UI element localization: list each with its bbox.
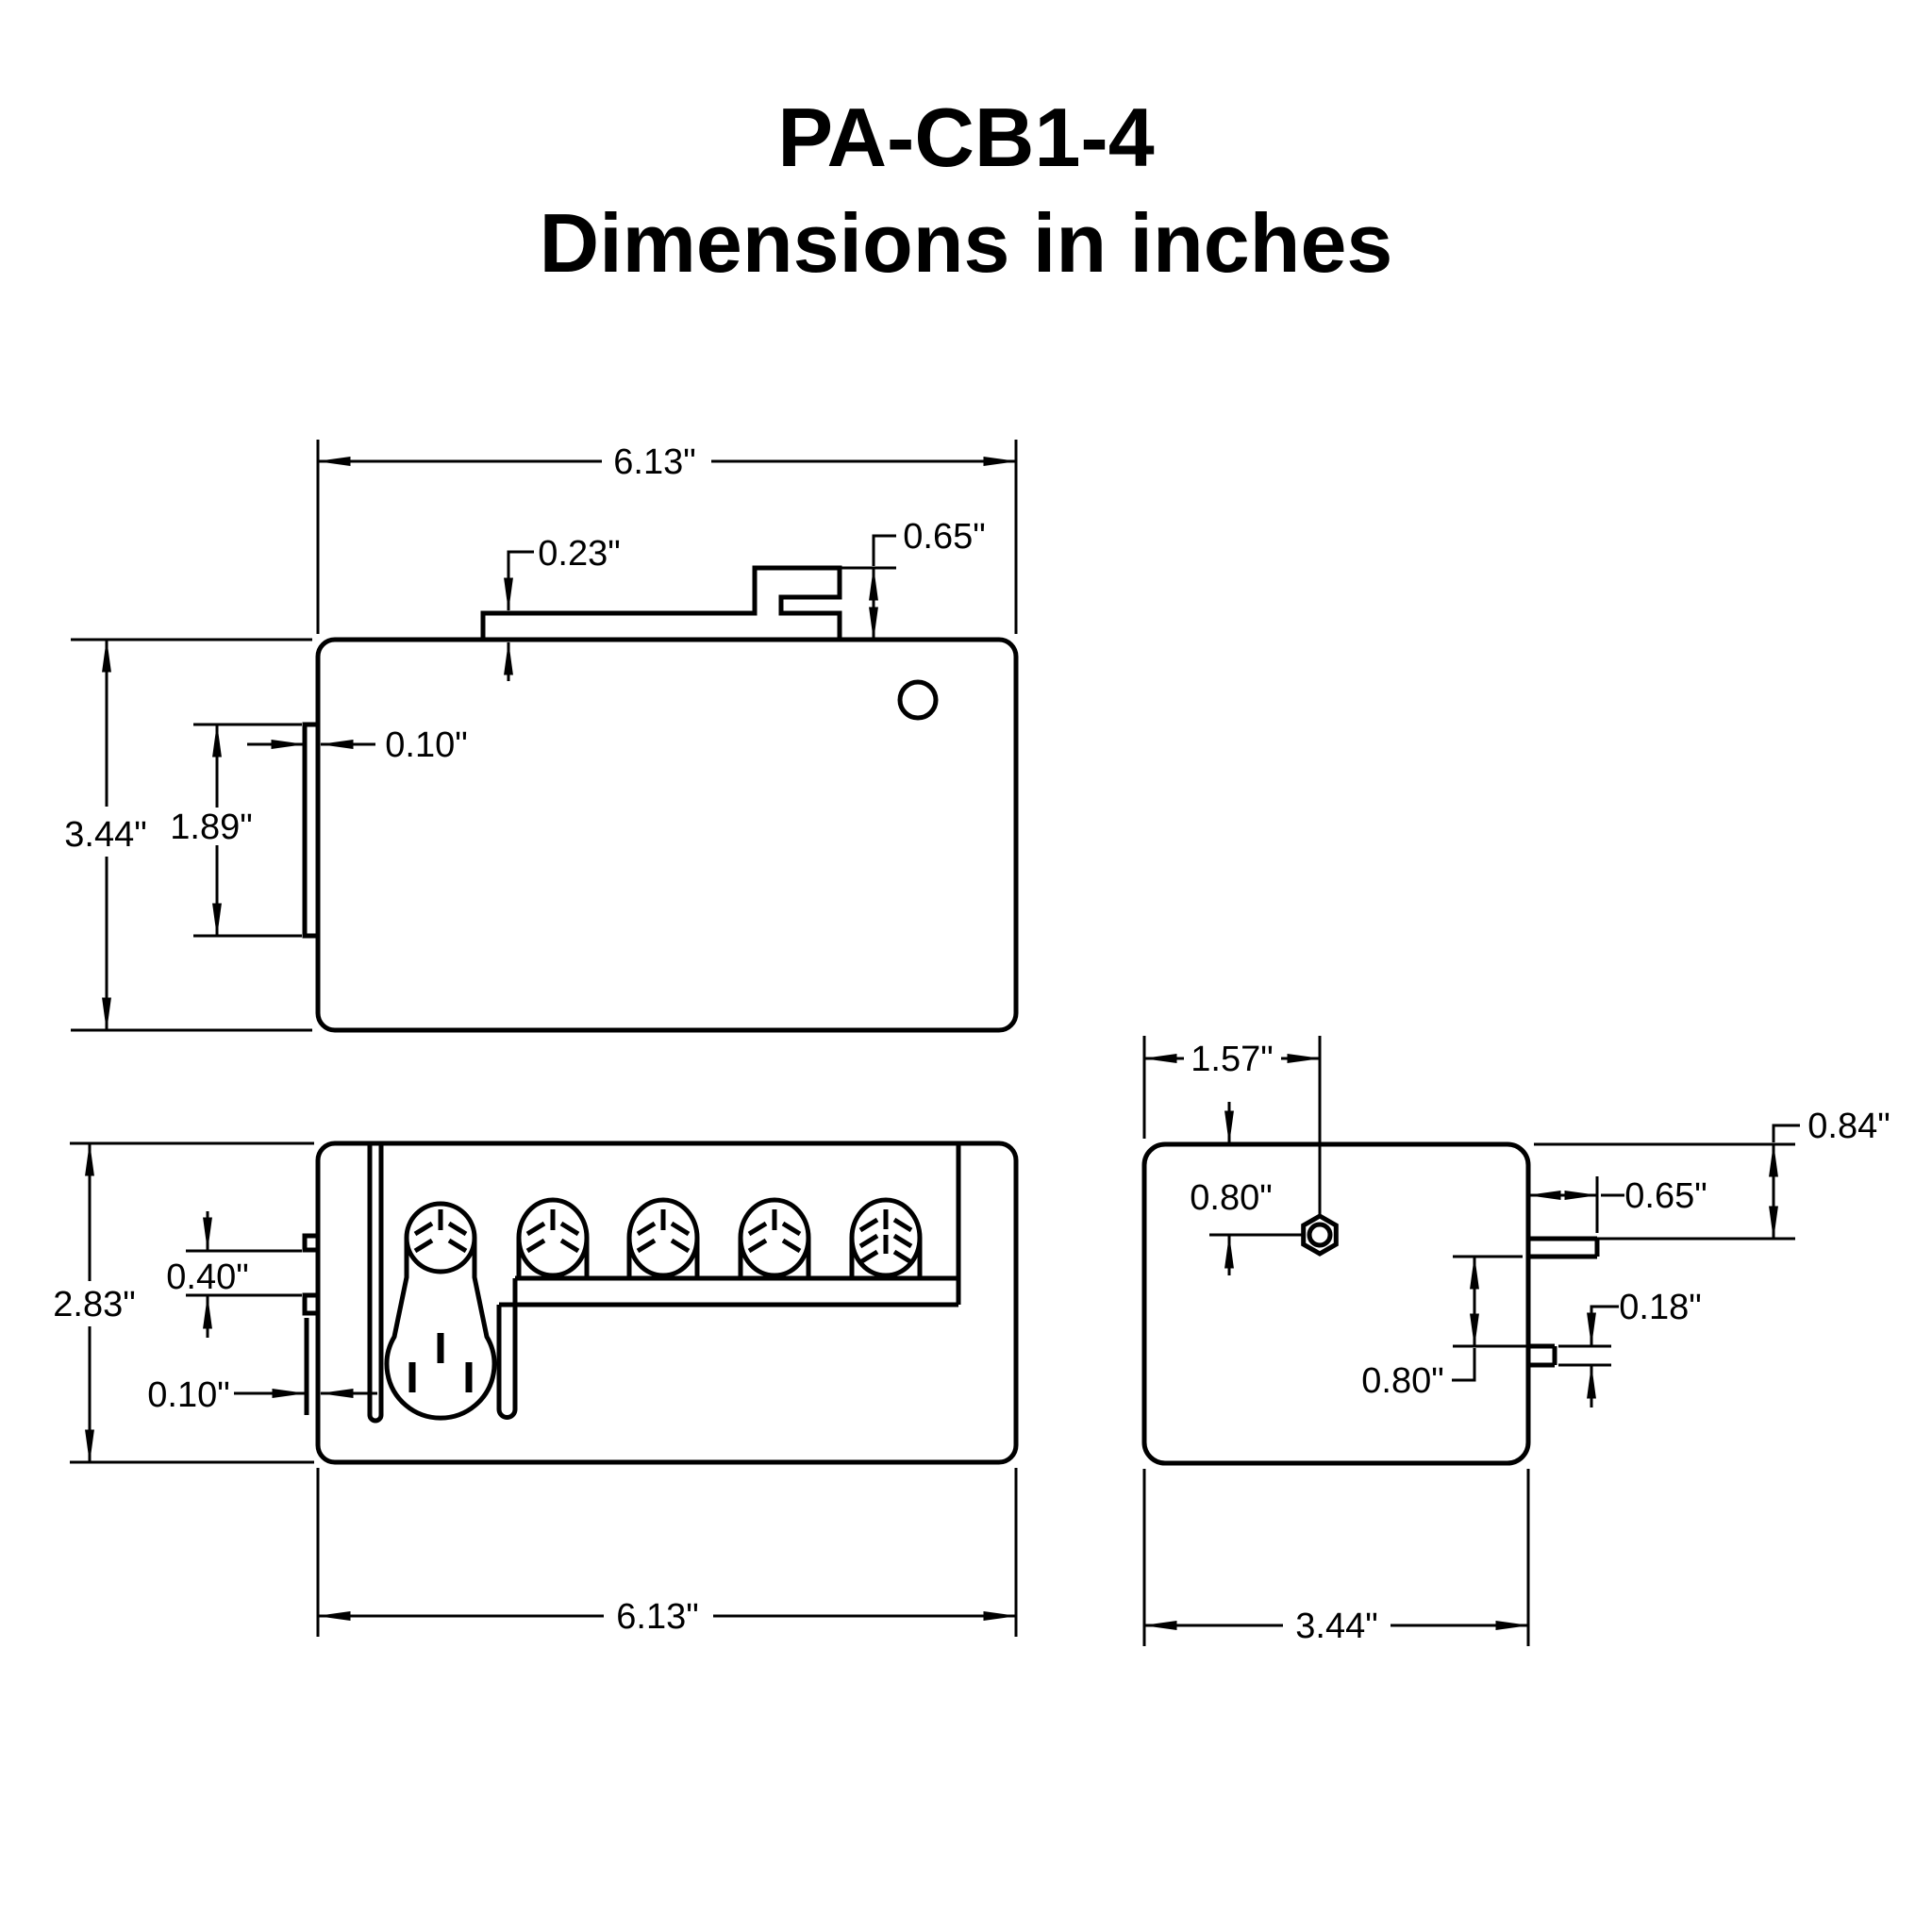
front-view-upper-tab (302, 1233, 321, 1253)
dim-end-clip-drop-label: 0.84" (1807, 1107, 1890, 1146)
title-block: PA-CB1-4 Dimensions in inches (540, 91, 1393, 290)
outlet-keyhole-outline (384, 1238, 497, 1421)
side-view: 6.13" 0.23" 0.65" 0.10" 3.44" (64, 440, 1019, 1033)
terminal-ovals (516, 1197, 923, 1278)
dim-end-hole-from-left: 1.57" (1142, 1036, 1322, 1216)
front-view-recess-left-wall (367, 1143, 384, 1424)
side-view-enclosure-outline (315, 637, 1019, 1033)
dim-front-tab-spacing-label: 0.40" (166, 1257, 248, 1297)
end-view-lower-tab (1528, 1343, 1557, 1368)
end-view-enclosure-outline (1141, 1141, 1531, 1466)
dim-side-clip-height: 0.65" (840, 517, 986, 641)
dim-end-clip-length: 0.65" (1526, 1176, 1707, 1233)
dim-side-height-label: 3.44" (64, 815, 146, 855)
terminal-oval-3 (738, 1197, 811, 1278)
dim-side-clip-bar-thickness: 0.23" (504, 534, 621, 681)
dim-end-hole-from-top-label: 0.80" (1190, 1178, 1272, 1218)
outlet-face-slots (408, 1333, 473, 1392)
terminal-oval-4 (849, 1197, 923, 1278)
dim-front-plate-offset: 0.10" (147, 1375, 377, 1415)
side-view-rail-clip-profile (480, 565, 842, 640)
dim-side-width: 6.13" (316, 440, 1018, 634)
terminal-oval-2 (626, 1197, 700, 1278)
dim-front-tab-spacing: 0.40" (166, 1211, 302, 1338)
dim-front-height-label: 2.83" (53, 1285, 135, 1324)
end-view: 1.57" 0.80" 0.84" 0.65" (1141, 1036, 1890, 1646)
dim-side-plate-height-label: 1.89" (170, 808, 252, 847)
front-view-channel (496, 1278, 518, 1420)
front-view: 2.83" 0.40" 0.10" 6.13" (53, 1141, 1019, 1637)
hex-nut-hole (1301, 1213, 1339, 1257)
dim-end-tab-spacing: 0.80" (1361, 1255, 1526, 1401)
dim-side-plate-offset: 0.10" (247, 725, 468, 765)
outlet-terminal-marks (415, 1209, 466, 1251)
terminal-oval-1 (516, 1197, 590, 1278)
page-subtitle: Dimensions in inches (540, 196, 1393, 290)
dim-side-plate-offset-label: 0.10" (385, 725, 467, 765)
dim-end-hole-from-left-label: 1.57" (1191, 1040, 1273, 1079)
dim-front-width: 6.13" (316, 1468, 1018, 1637)
front-view-lower-tab (302, 1292, 321, 1316)
dim-end-tab-thickness-label: 0.18" (1619, 1288, 1701, 1327)
side-view-screw-hole (897, 679, 939, 721)
end-view-rail-clip-tab (1528, 1236, 1600, 1259)
dim-front-width-label: 6.13" (616, 1597, 698, 1637)
dim-end-tab-spacing-label: 0.80" (1361, 1361, 1443, 1401)
dim-side-height: 3.44" (64, 638, 312, 1032)
dim-side-clip-bar-thickness-label: 0.23" (538, 534, 620, 574)
dim-side-plate-height: 1.89" (170, 723, 302, 938)
hex-nut-outline (1301, 1213, 1339, 1257)
dim-side-width-label: 6.13" (613, 442, 695, 482)
dim-end-clip-drop: 0.84" (1534, 1107, 1890, 1241)
dim-front-height: 2.83" (53, 1141, 314, 1464)
dim-side-clip-height-label: 0.65" (903, 517, 985, 557)
dim-end-tab-thickness: 0.18" (1558, 1288, 1702, 1407)
front-view-terminal-bar (499, 1143, 961, 1307)
dim-end-hole-from-top: 0.80" (1190, 1102, 1303, 1275)
dim-end-depth-label: 3.44" (1295, 1607, 1377, 1646)
dim-front-plate-offset-label: 0.10" (147, 1375, 229, 1415)
side-view-mounting-plate (302, 722, 318, 939)
dim-end-depth: 3.44" (1142, 1469, 1530, 1646)
dim-end-clip-length-label: 0.65" (1624, 1176, 1707, 1216)
hex-nut-bore (1307, 1222, 1333, 1248)
page-title: PA-CB1-4 (777, 91, 1154, 184)
